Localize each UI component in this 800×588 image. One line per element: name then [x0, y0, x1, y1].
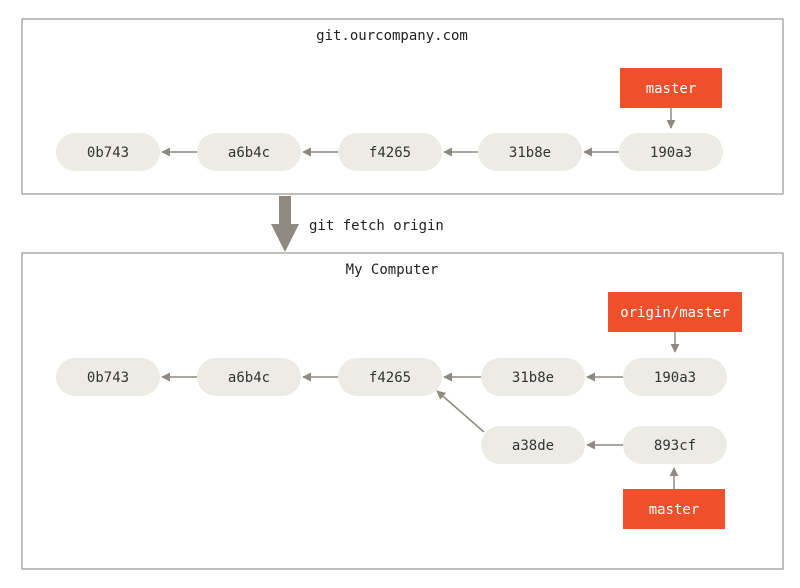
remote-commit-2: f4265 — [338, 133, 442, 171]
commit-hash: 0b743 — [87, 370, 129, 386]
local-master-branch — [623, 489, 725, 529]
arrow-a38de-to-f4265 — [436, 390, 485, 433]
local-commit-3: 31b8e — [481, 358, 585, 396]
local-commit-0: 0b743 — [56, 358, 160, 396]
commit-hash: 31b8e — [509, 145, 551, 161]
commit-hash: 190a3 — [650, 145, 692, 161]
local-branch-commit-1: 893cf — [623, 426, 727, 464]
local-master-branch-label: master — [649, 502, 700, 518]
local-commit-4: 190a3 — [623, 358, 727, 396]
commit-hash: a6b4c — [228, 145, 270, 161]
fetch-command-label: git fetch origin — [309, 218, 444, 234]
local-branch-commit-0: a38de — [481, 426, 585, 464]
fetch-down-arrow-icon — [271, 196, 299, 252]
remote-master-branch-label: master — [646, 81, 697, 97]
origin-master-branch-label: origin/master — [620, 305, 730, 321]
commit-hash: f4265 — [369, 370, 411, 386]
commit-hash: 190a3 — [654, 370, 696, 386]
remote-repo-title: git.ourcompany.com — [316, 28, 468, 44]
commit-hash: 893cf — [654, 438, 696, 454]
local-commit-1: a6b4c — [197, 358, 301, 396]
remote-commit-0: 0b743 — [56, 133, 160, 171]
commit-hash: a38de — [512, 438, 554, 454]
remote-commit-4: 190a3 — [619, 133, 723, 171]
remote-commit-3: 31b8e — [478, 133, 582, 171]
remote-commit-1: a6b4c — [197, 133, 301, 171]
origin-master-branch — [608, 292, 742, 332]
remote-master-branch — [620, 68, 722, 108]
commit-hash: 31b8e — [512, 370, 554, 386]
local-commit-2: f4265 — [338, 358, 442, 396]
commit-hash: a6b4c — [228, 370, 270, 386]
commit-hash: f4265 — [369, 145, 411, 161]
local-repo-title: My Computer — [346, 262, 439, 278]
commit-hash: 0b743 — [87, 145, 129, 161]
